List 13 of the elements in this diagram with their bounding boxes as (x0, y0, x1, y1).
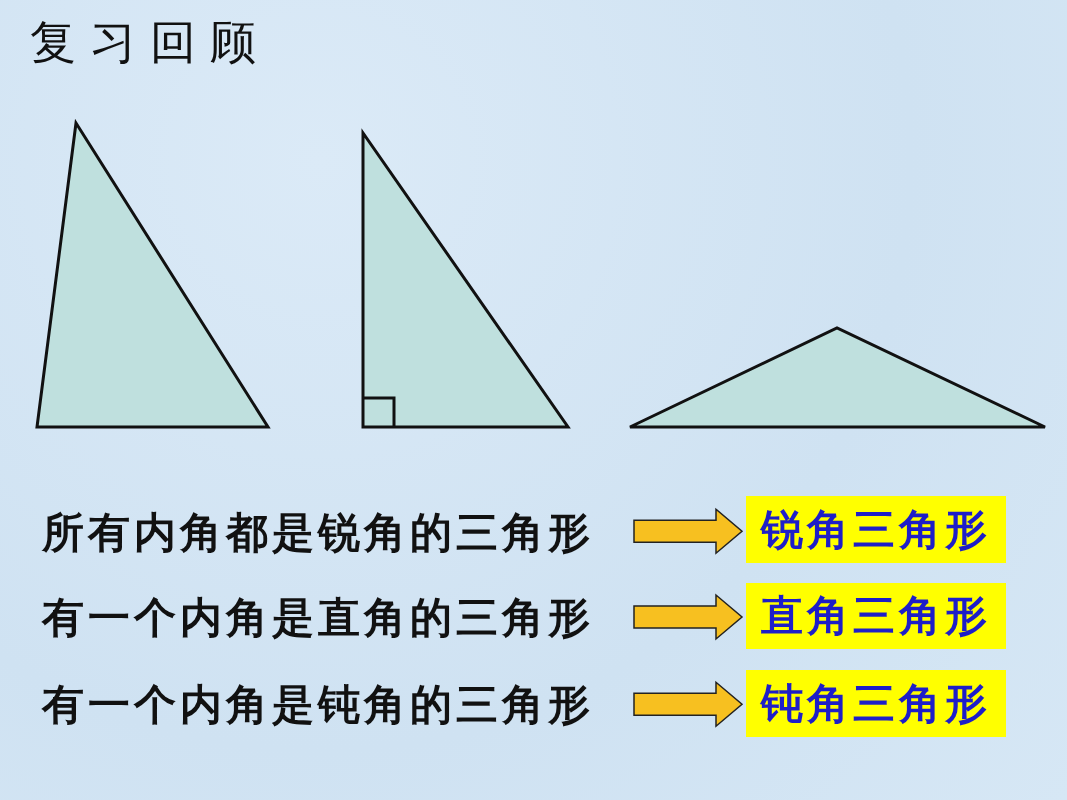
right-triangle (361, 131, 571, 429)
definition-text: 所有内角都是锐角的三角形 (42, 505, 632, 561)
term-label: 钝角三角形 (746, 670, 1006, 737)
triangle (35, 121, 271, 429)
block-arrow (633, 680, 744, 728)
triangle (628, 326, 1048, 429)
term-label: 锐角三角形 (746, 496, 1006, 563)
title: 复习回顾 (30, 14, 270, 71)
definition-text: 有一个内角是钝角的三角形 (42, 677, 632, 733)
block-arrow (633, 507, 744, 555)
term-label: 直角三角形 (746, 583, 1006, 649)
block-arrow (633, 593, 744, 641)
definition-text: 有一个内角是直角的三角形 (42, 590, 632, 646)
